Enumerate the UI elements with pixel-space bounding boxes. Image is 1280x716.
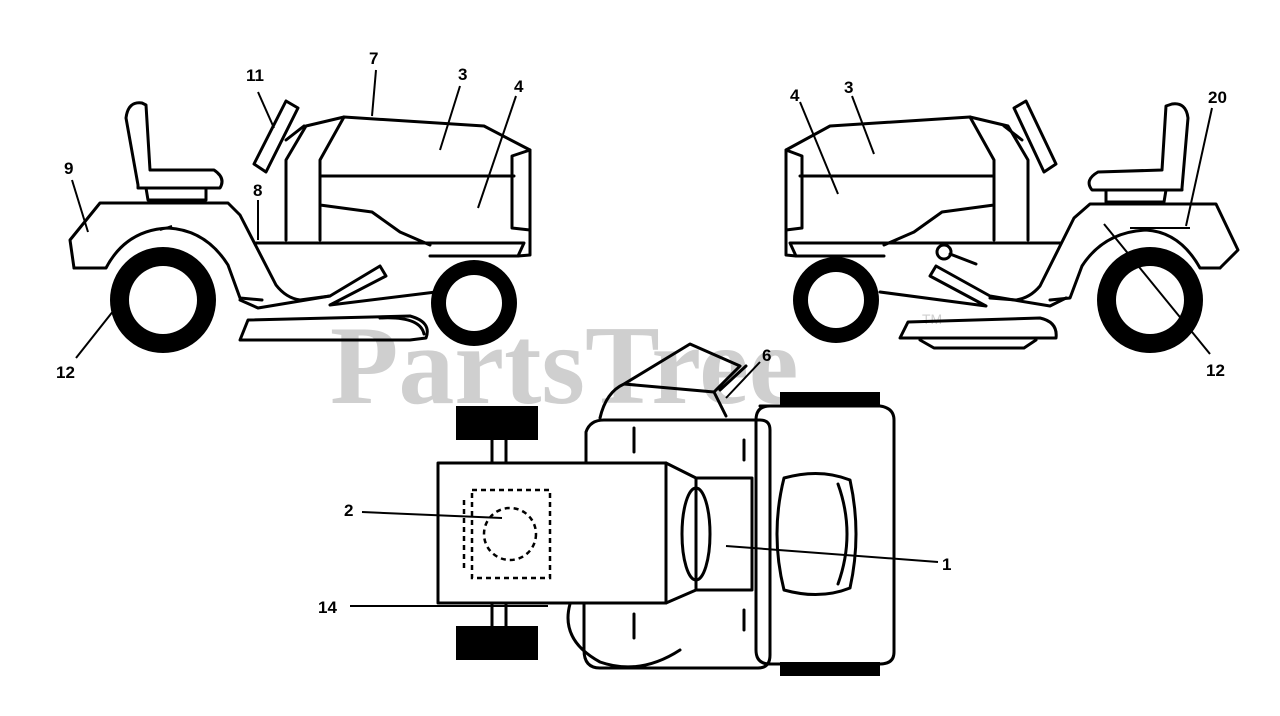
right-grille	[784, 148, 804, 232]
top-fuel-cap	[680, 486, 712, 582]
right-frame	[788, 241, 1062, 258]
callout-right-12: 12	[1206, 361, 1225, 380]
callout-left-7: 7	[369, 49, 378, 68]
callout-left-9: 9	[64, 159, 73, 178]
right-chassis	[878, 264, 1068, 308]
left-seat-back	[124, 101, 224, 190]
right-hood-inner	[798, 115, 996, 247]
watermark-tm: TM	[922, 311, 942, 327]
callout-top-6: 6	[762, 346, 771, 365]
top-marks	[632, 426, 746, 640]
top-hood-neck	[664, 461, 750, 605]
left-chassis	[238, 264, 438, 310]
callout-right-4: 4	[790, 86, 800, 105]
left-frame	[254, 241, 526, 258]
right-rear-hub	[1116, 266, 1184, 334]
callout-left-8: 8	[253, 181, 262, 200]
callout-left-12: 12	[56, 363, 75, 382]
right-mower-deck	[898, 316, 1058, 350]
left-front-hub	[446, 275, 502, 331]
top-mower-deck	[566, 602, 682, 669]
top-rear-body	[754, 404, 896, 666]
top-front-right-tire	[456, 626, 538, 660]
right-seat-back	[1087, 102, 1190, 192]
right-key	[935, 243, 953, 261]
callout-left-11: 11	[246, 66, 264, 85]
top-view	[436, 342, 896, 676]
top-steering-wheel	[598, 342, 748, 420]
top-rear-left-tire	[780, 392, 880, 406]
callout-right-20: 20	[1208, 88, 1227, 107]
right-key-stem	[948, 252, 978, 266]
watermark-text: PartsTree	[330, 304, 799, 428]
right-seat-base	[1104, 188, 1168, 204]
top-front-axle	[490, 438, 508, 628]
callout-leaders	[71, 69, 1213, 607]
callout-top-14: 14	[318, 598, 337, 617]
top-dash	[694, 476, 754, 592]
callout-left-4: 4	[514, 77, 524, 96]
top-front-body	[582, 418, 772, 670]
left-mower-deck	[238, 314, 429, 342]
callout-right-3: 3	[844, 78, 853, 97]
top-decal-outline	[470, 488, 552, 580]
callout-top-2: 2	[344, 501, 353, 520]
left-rear-fender	[68, 201, 332, 302]
left-side-view	[68, 99, 532, 353]
top-hood	[436, 461, 668, 605]
right-steering-wheel	[1002, 99, 1058, 174]
right-front-hub	[808, 272, 864, 328]
callout-labels: 11 7 3 4 9 8 12 4 3 20 12 6 2 1 14	[56, 49, 1227, 617]
left-grille	[510, 148, 532, 232]
right-fender-arch	[1048, 228, 1222, 302]
top-decal-circle	[482, 506, 538, 562]
left-hood-inner	[318, 115, 516, 247]
callout-top-1: 1	[942, 555, 951, 574]
right-hood	[784, 115, 1030, 258]
left-hood	[284, 115, 532, 258]
left-seat-base	[144, 186, 208, 202]
top-seat	[775, 471, 858, 597]
left-rear-hub	[129, 266, 197, 334]
left-steering-wheel	[252, 99, 306, 174]
top-front-left-tire	[456, 406, 538, 440]
callout-left-3: 3	[458, 65, 467, 84]
right-side-view	[784, 99, 1240, 353]
